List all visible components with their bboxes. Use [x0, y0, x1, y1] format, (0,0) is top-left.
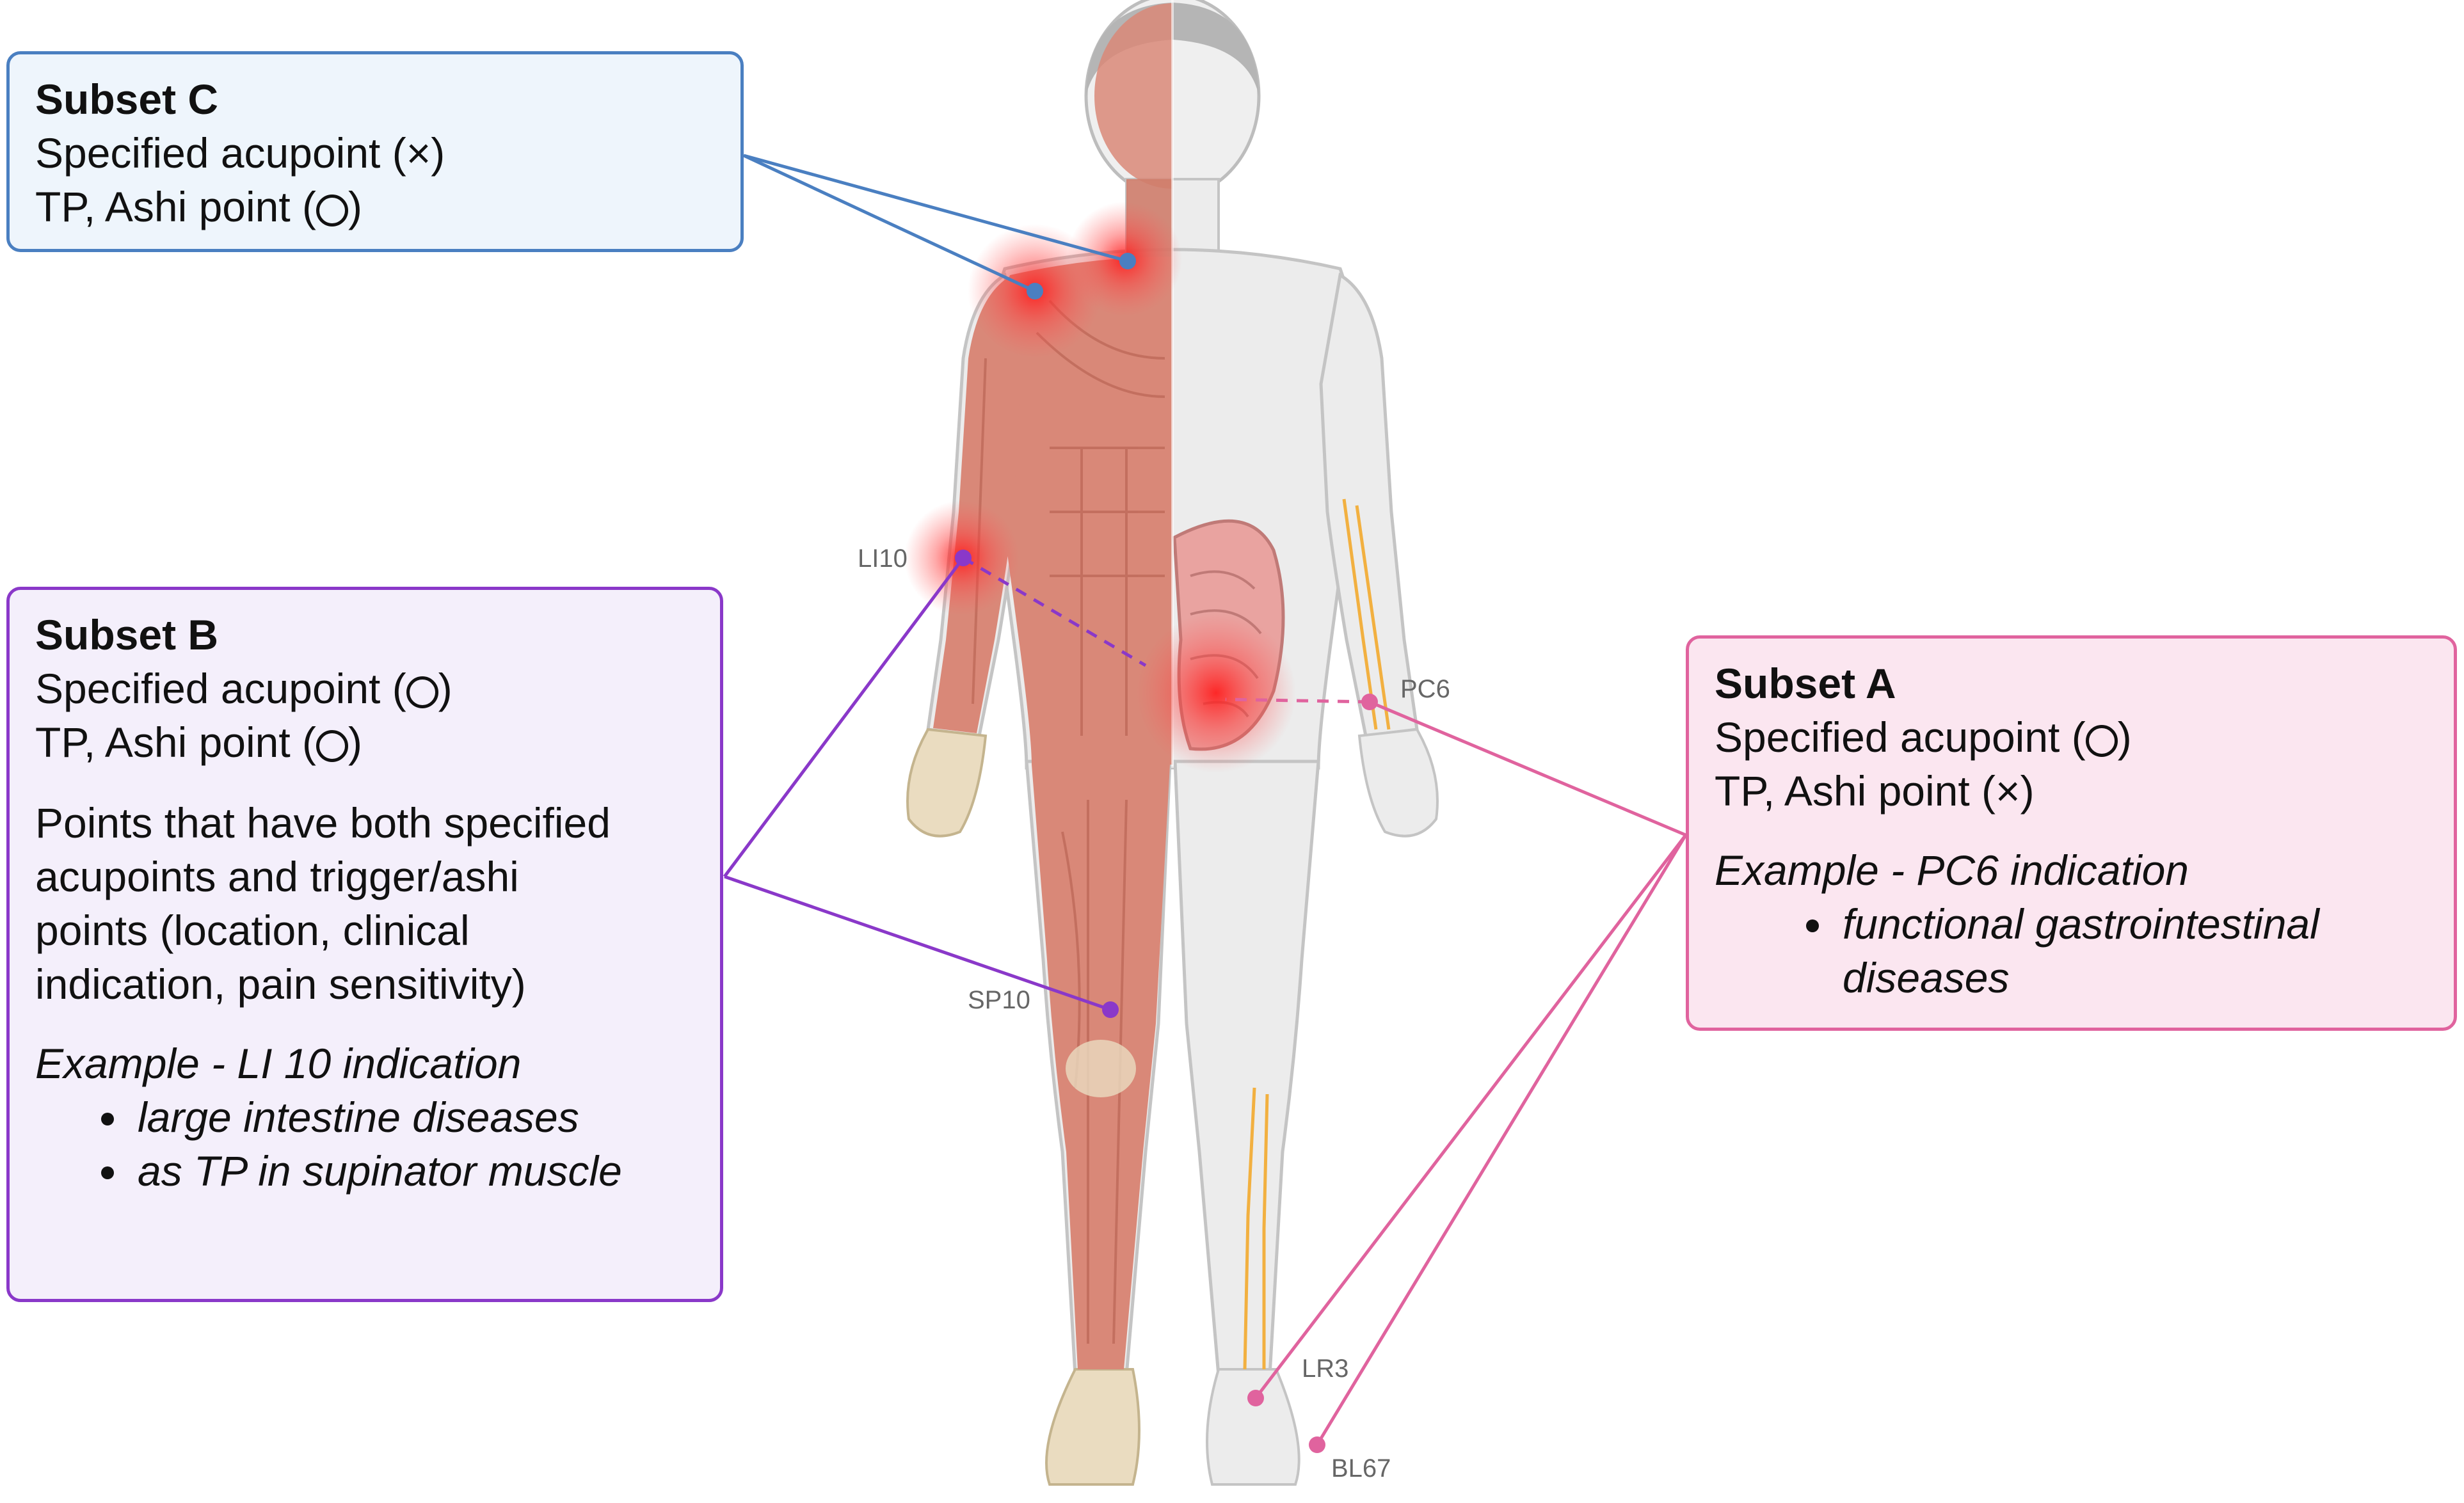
subset-a-bullets: functional gastrointestinal diseases: [1715, 897, 2361, 1005]
subset-c-title: Subset C: [35, 76, 219, 123]
marker-lr3[interactable]: [1247, 1390, 1264, 1406]
list-item: as TP in supinator muscle: [131, 1144, 694, 1198]
foot-right: [1206, 1368, 1300, 1486]
subset-c-line2: TP, Ashi point (): [35, 180, 715, 234]
subset-c-line1: Specified acupoint (×): [35, 126, 715, 180]
cross-mark: ×: [406, 129, 431, 177]
label-lr3: LR3: [1302, 1355, 1348, 1383]
subset-b-line1: Specified acupoint (): [35, 662, 694, 715]
subset-a-line1-close: ): [2117, 713, 2132, 761]
subset-a-title: Subset A: [1715, 660, 1896, 707]
connectors-subset-c: [742, 154, 1128, 293]
circle-mark: [2085, 725, 2118, 757]
subset-c-line2-close: ): [348, 183, 363, 230]
subset-a-line2-close: ): [2020, 767, 2035, 815]
marker-subset-c-2[interactable]: [1119, 253, 1136, 269]
subset-a-line2: TP, Ashi point (×): [1715, 764, 2428, 818]
subset-b-title: Subset B: [35, 611, 219, 658]
subset-c-line1-close: ): [431, 129, 445, 177]
subset-b-line1-close: ): [438, 665, 452, 712]
list-item: functional gastrointestinal diseases: [1836, 897, 2361, 1005]
subset-b-desc-3: points (location, clinical: [35, 907, 470, 954]
point-labels: LI10 PC6 SP10 LR3 BL67: [858, 545, 1450, 1483]
marker-subset-c-1[interactable]: [1027, 283, 1043, 299]
subset-b-line1-text: Specified acupoint (: [35, 665, 406, 712]
list-item: large intestine diseases: [131, 1090, 694, 1144]
circle-mark: [406, 676, 438, 708]
subset-b-desc-4: indication, pain sensitivity): [35, 960, 526, 1008]
hand-right: [1357, 728, 1439, 838]
subset-b-line2: TP, Ashi point (): [35, 715, 694, 769]
cross-mark: ×: [1996, 767, 2020, 815]
label-sp10: SP10: [968, 986, 1030, 1014]
label-pc6: PC6: [1400, 675, 1450, 703]
subset-a-line1: Specified acupoint (): [1715, 710, 2428, 764]
subset-a-example: Example - PC6 indication: [1715, 847, 2189, 894]
label-bl67: BL67: [1331, 1454, 1391, 1483]
circle-mark: [316, 195, 349, 227]
subset-b-line2-text: TP, Ashi point (: [35, 719, 317, 766]
circle-mark: [316, 730, 349, 762]
foot-left: [1045, 1368, 1140, 1486]
marker-pc6[interactable]: [1361, 694, 1378, 710]
muscle-layer: [933, 3, 1172, 1369]
panel-subset-b: Subset B Specified acupoint () TP, Ashi …: [6, 587, 723, 1302]
subset-b-line2-close: ): [348, 719, 363, 766]
subset-b-desc-2: acupoints and trigger/ashi: [35, 853, 519, 900]
marker-bl67[interactable]: [1309, 1436, 1325, 1453]
point-markers: [955, 253, 1378, 1453]
marker-sp10[interactable]: [1102, 1001, 1119, 1018]
subset-b-example: Example - LI 10 indication: [35, 1040, 522, 1087]
subset-b-desc-1: Points that have both specified: [35, 799, 611, 847]
subset-c-line1-text: Specified acupoint (: [35, 129, 406, 177]
marker-li10[interactable]: [955, 550, 972, 566]
panel-subset-c: Subset C Specified acupoint (×) TP, Ashi…: [6, 51, 744, 252]
panel-subset-a: Subset A Specified acupoint () TP, Ashi …: [1686, 635, 2457, 1031]
subset-b-bullets: large intestine diseases as TP in supina…: [35, 1090, 694, 1198]
arm-right: [1319, 272, 1419, 738]
subset-a-line1-text: Specified acupoint (: [1715, 713, 2086, 761]
hand-left: [906, 728, 988, 838]
subset-a-line2-text: TP, Ashi point (: [1715, 767, 1996, 815]
label-li10: LI10: [858, 545, 908, 573]
subset-c-line2-text: TP, Ashi point (: [35, 183, 317, 230]
connectors-subset-a: [1225, 697, 1688, 1446]
leg-right: [1173, 759, 1320, 1378]
connectors-subset-b: [723, 556, 1147, 1012]
pain-glows: [904, 202, 1296, 773]
